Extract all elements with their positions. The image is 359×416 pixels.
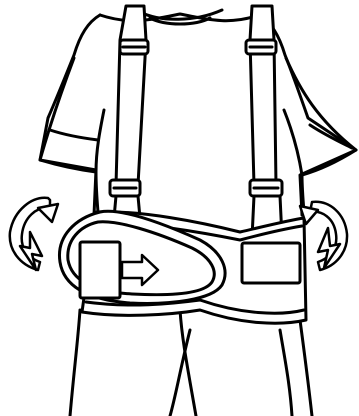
right-fastener-pad xyxy=(242,243,300,283)
t-shirt xyxy=(40,10,356,215)
pants xyxy=(70,310,312,416)
right-suspender-strap xyxy=(246,6,282,238)
rotate-left-arrow-icon xyxy=(10,198,58,270)
left-suspender-strap xyxy=(110,6,148,218)
rotate-right-arrow-icon xyxy=(300,202,347,270)
left-fastener-pad xyxy=(80,242,120,298)
